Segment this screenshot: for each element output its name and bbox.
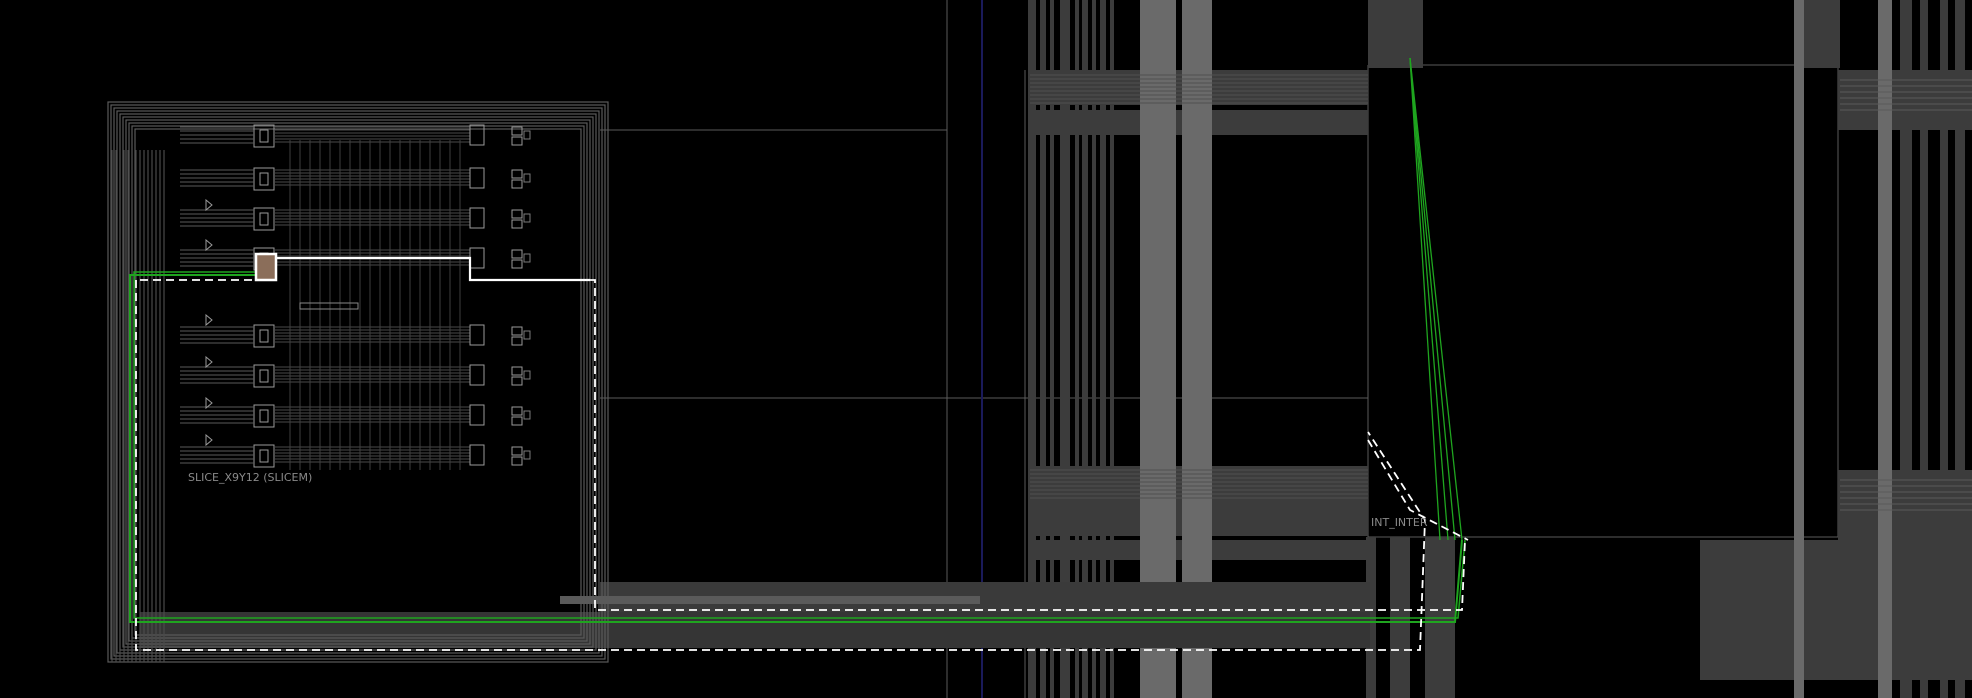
slice-boundary (113, 107, 603, 657)
flip-flop-icon (511, 259, 523, 269)
vertical-column (1878, 0, 1892, 698)
net-dashed (135, 280, 1426, 651)
net-highlight (276, 256, 590, 282)
net-green (133, 271, 1466, 619)
flip-flop-icon (523, 330, 531, 340)
lut-triangle-icon (205, 355, 213, 369)
lut-triangle-icon (205, 396, 213, 410)
net-dashed (590, 279, 1466, 611)
net-dashed (1367, 439, 1469, 541)
routing-block (1082, 0, 1088, 698)
flip-flop-icon (511, 209, 523, 219)
routing-block (1800, 0, 1840, 68)
flip-flop-icon (511, 136, 523, 146)
flip-flop-icon (469, 247, 485, 269)
routing-block (1075, 0, 1079, 698)
flip-flop-icon (259, 449, 269, 463)
slice-bel-icon (253, 364, 275, 388)
flip-flop-icon (469, 364, 485, 386)
flip-flop-icon (259, 212, 269, 226)
flip-flop-icon (511, 416, 523, 426)
routing-block (1060, 0, 1070, 698)
flip-flop-icon (259, 409, 269, 423)
horizontal-bus (560, 596, 980, 604)
int-tile-label: INT_INTER (1371, 516, 1428, 529)
flip-flop-icon (469, 324, 485, 346)
routing-block (1100, 0, 1106, 698)
net-routes[interactable] (129, 57, 1469, 651)
lut-triangle-icon (205, 313, 213, 327)
slice-bel-icon (253, 404, 275, 428)
interconnect-columns (140, 0, 1972, 698)
flip-flop-icon (511, 336, 523, 346)
flip-flop-icon (511, 219, 523, 229)
flip-flop-icon (469, 207, 485, 229)
slice-bel-icon (253, 167, 275, 191)
flip-flop-icon (259, 369, 269, 383)
flip-flop-icon (469, 124, 485, 146)
flip-flop-icon (259, 129, 269, 143)
slice-label: SLICE_X9Y12 (SLICEM) (188, 471, 312, 484)
tile-grid (600, 0, 1839, 698)
flip-flop-icon (523, 213, 531, 223)
flip-flop-icon (523, 370, 531, 380)
routing-block (1940, 0, 1948, 698)
flip-flop-icon (523, 173, 531, 183)
flip-flop-icon (469, 404, 485, 426)
vertical-column (1182, 0, 1212, 698)
lut-triangle-icon (205, 238, 213, 252)
flip-flop-icon (523, 410, 531, 420)
routing-block (1920, 0, 1928, 698)
flip-flop-icon (523, 253, 531, 263)
flip-flop-icon (511, 366, 523, 376)
slice-boundary (116, 110, 600, 654)
routing-block (1050, 0, 1054, 698)
lut-triangle-icon (205, 198, 213, 212)
flip-flop-icon (511, 456, 523, 466)
selected-bel-icon[interactable] (254, 252, 278, 282)
routing-block (1368, 0, 1408, 68)
routing-block (1028, 0, 1036, 698)
slice-boundary (134, 128, 582, 636)
flip-flop-icon (511, 326, 523, 336)
flip-flop-icon (259, 172, 269, 186)
routing-block (1092, 0, 1096, 698)
slice-bel-icon (253, 444, 275, 468)
flip-flop-icon (511, 446, 523, 456)
flip-flop-icon (523, 450, 531, 460)
routing-block (1900, 0, 1912, 698)
flip-flop-icon (259, 329, 269, 343)
slice-boundary (110, 104, 606, 660)
flip-flop-icon (511, 376, 523, 386)
net-green (129, 274, 1463, 623)
vertical-column (1794, 0, 1804, 698)
slice-boundary (122, 116, 594, 648)
bel-bus (299, 302, 359, 310)
routing-block (1110, 0, 1114, 698)
slice-block[interactable] (107, 101, 609, 663)
slice-bel-icon (253, 207, 275, 231)
vertical-column (1140, 0, 1176, 698)
routing-block (1405, 0, 1423, 68)
flip-flop-icon (469, 167, 485, 189)
flip-flop-icon (511, 406, 523, 416)
net-green (1409, 57, 1449, 541)
net-green (1409, 57, 1456, 541)
slice-bel-icon (253, 124, 275, 148)
flip-flop-icon (523, 130, 531, 140)
net-green (1409, 57, 1463, 541)
flip-flop-icon (511, 249, 523, 259)
routing-block (1955, 0, 1965, 698)
routing-block (1040, 0, 1046, 698)
flip-flop-icon (511, 169, 523, 179)
slice-boundary (107, 101, 609, 663)
net-green (1409, 57, 1441, 541)
flip-flop-icon (511, 126, 523, 136)
flip-flop-icon (511, 179, 523, 189)
lut-triangle-icon (205, 433, 213, 447)
flip-flop-icon (469, 444, 485, 466)
slice-boundary (125, 119, 591, 645)
slice-bel-icon (253, 324, 275, 348)
